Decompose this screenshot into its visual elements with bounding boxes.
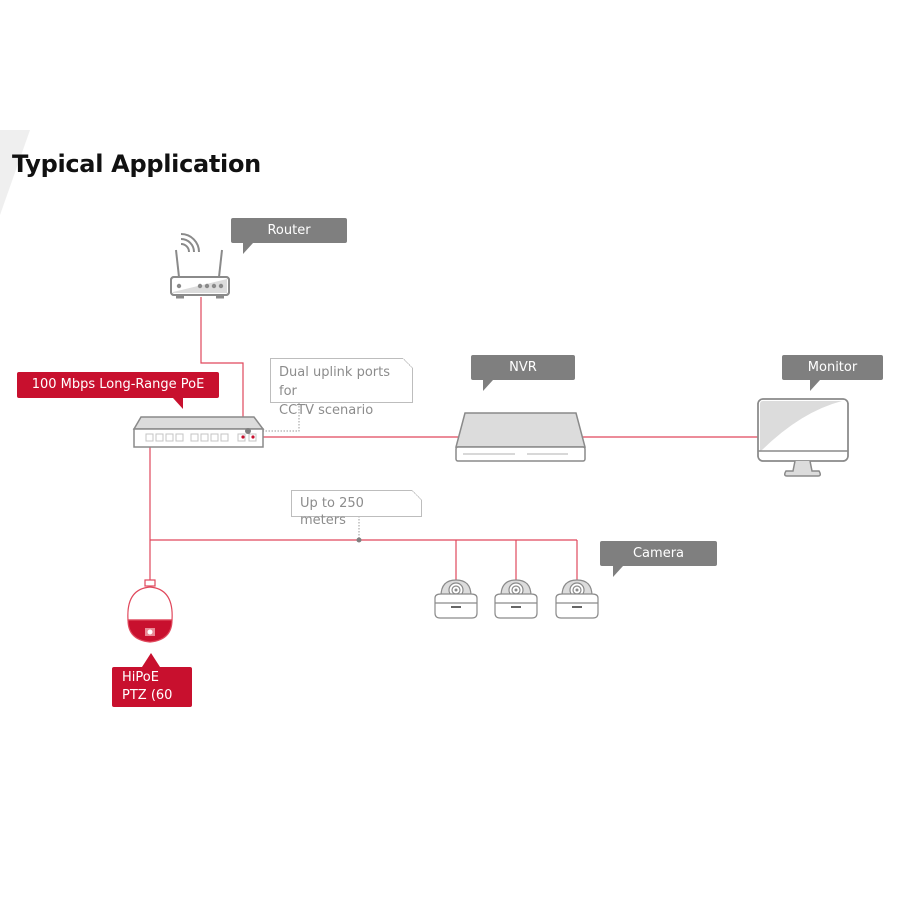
watermark-shape [0, 130, 30, 215]
monitor-label-text: Monitor [807, 360, 858, 375]
dome-camera-icon[interactable] [434, 579, 478, 619]
distance-note: Up to 250 meters [291, 490, 422, 528]
uplink-port-1 [241, 435, 245, 439]
nvr-label-text: NVR [509, 360, 537, 375]
callout-tail [483, 380, 493, 391]
poe-switch-icon[interactable] [132, 416, 265, 448]
note-fold [403, 358, 413, 368]
uplink-ports-note: Dual uplink ports for CCTV scenario [270, 358, 413, 418]
uplink-indicator-dot [245, 428, 251, 434]
uplink-note-leader [252, 403, 300, 432]
connection-lines [149, 297, 758, 580]
switch-label-text: 100 Mbps Long-Range PoE Switch [31, 377, 205, 418]
distance-note-text: Up to 250 meters [300, 496, 364, 528]
dome-camera-icon[interactable] [555, 579, 599, 619]
uplink-note-line2: CCTV scenario [279, 403, 374, 418]
callout-tail [173, 398, 183, 409]
distance-marker-dot [356, 537, 362, 543]
ptz-dome-camera-icon[interactable] [127, 579, 173, 643]
callout-tail [810, 380, 820, 391]
ptz-label-line2: PTZ (60 W) [122, 688, 173, 721]
note-fold [412, 490, 422, 500]
nvr-label: NVR [471, 355, 575, 391]
router-icon[interactable] [170, 233, 230, 299]
camera-label: Camera [600, 541, 717, 577]
dome-camera-icon[interactable] [494, 579, 538, 619]
page-title: Typical Application [12, 150, 261, 178]
uplink-port-2 [251, 435, 255, 439]
router-label-text: Router [267, 223, 311, 238]
ptz-label: HiPoE PTZ (60 W) [112, 653, 192, 721]
monitor-icon[interactable] [757, 398, 849, 477]
callout-tail [142, 653, 160, 667]
callout-tail [613, 566, 623, 577]
camera-label-text: Camera [632, 546, 685, 561]
monitor-label: Monitor [782, 355, 883, 391]
router-to-switch-line [200, 297, 244, 437]
nvr-icon[interactable] [455, 412, 586, 462]
note-leaders [252, 403, 360, 540]
switch-label: 100 Mbps Long-Range PoE Switch [17, 372, 219, 418]
ptz-label-line1: HiPoE [122, 670, 159, 685]
uplink-note-line1: Dual uplink ports for [279, 365, 390, 399]
router-label: Router [231, 218, 347, 254]
callout-tail [243, 243, 253, 254]
